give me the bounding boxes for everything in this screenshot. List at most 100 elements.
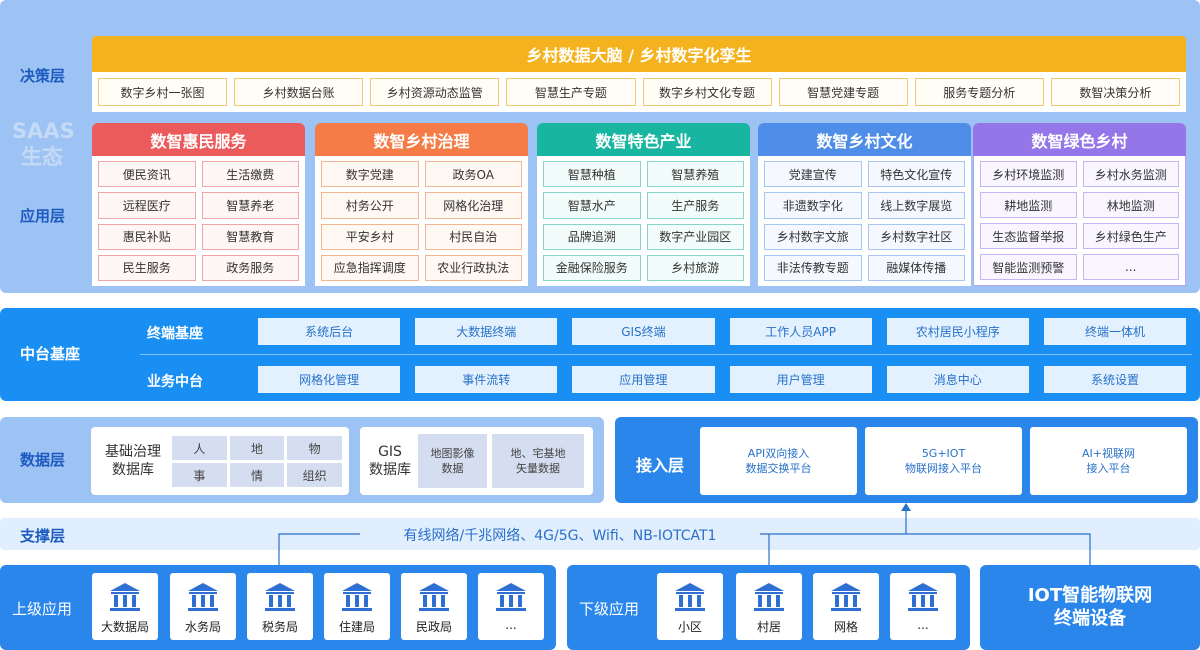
lower-org-tile[interactable]: 网格 [813, 573, 879, 640]
app-item[interactable]: 耕地监测 [980, 192, 1077, 218]
app-item[interactable]: 村民自治 [424, 223, 522, 250]
app-item[interactable]: 远程医疗 [98, 192, 196, 219]
app-item[interactable]: 生态监督举报 [980, 223, 1077, 249]
app-item[interactable]: 智慧养老 [201, 192, 299, 219]
upper-org-tile[interactable]: 税务局 [247, 573, 313, 640]
org-name: ... [917, 618, 929, 632]
business-item[interactable]: 系统设置 [1043, 366, 1187, 393]
lower-org-tile[interactable]: ... [890, 573, 956, 640]
db-cell[interactable]: 人 [172, 436, 227, 460]
app-item[interactable]: 林地监测 [1082, 192, 1179, 218]
lower-org-tile[interactable]: 村居 [736, 573, 802, 640]
decision-item[interactable]: 乡村数据台账 [234, 78, 364, 106]
decision-item[interactable]: 服务专题分析 [914, 78, 1044, 106]
gis-db-cell-vector[interactable]: 地、宅基地 矢量数据 [492, 434, 584, 488]
app-item[interactable]: 线上数字展览 [867, 192, 965, 219]
terminal-item[interactable]: 农村居民小程序 [886, 318, 1029, 345]
app-item[interactable]: 乡村旅游 [646, 254, 744, 281]
app-item[interactable]: ... [1082, 254, 1179, 280]
gis-db-cell-imagery[interactable]: 地图影像 数据 [418, 434, 487, 488]
terminal-item[interactable]: 终端一体机 [1043, 318, 1187, 345]
app-item[interactable]: 生产服务 [646, 192, 744, 219]
app-item[interactable]: 金融保险服务 [543, 254, 641, 281]
decision-item[interactable]: 数字乡村一张图 [98, 78, 228, 106]
access-api-box[interactable]: API双向接入 数据交换平台 [700, 427, 857, 495]
application-layer-label: 应用层 [20, 207, 66, 225]
business-middle-label: 业务中台 [147, 374, 203, 390]
upper-org-tile[interactable]: ... [478, 573, 544, 640]
app-item[interactable]: 智慧种植 [543, 161, 641, 188]
app-column-title: 数智乡村文化 [758, 123, 971, 156]
app-item[interactable]: 乡村环境监测 [980, 161, 1077, 187]
app-item[interactable]: 智慧教育 [201, 223, 299, 250]
business-item[interactable]: 事件流转 [415, 366, 558, 393]
app-item[interactable]: 乡村绿色生产 [1082, 223, 1179, 249]
app-item[interactable]: 乡村数字社区 [867, 223, 965, 250]
access-layer-label: 接入层 [636, 456, 685, 475]
decision-item[interactable]: 智慧生产专题 [506, 78, 636, 106]
upper-org-tile[interactable]: 住建局 [324, 573, 390, 640]
app-item[interactable]: 乡村水务监测 [1082, 161, 1179, 187]
app-item[interactable]: 政务OA [424, 161, 522, 188]
government-building-icon [419, 583, 449, 611]
app-item[interactable]: 党建宣传 [764, 161, 862, 188]
government-building-icon [188, 583, 218, 611]
app-item[interactable]: 智慧水产 [543, 192, 641, 219]
app-item[interactable]: 数字党建 [321, 161, 419, 188]
org-name: 民政局 [415, 620, 452, 634]
app-item[interactable]: 融媒体传播 [867, 254, 965, 281]
divider [140, 354, 1192, 355]
db-cell[interactable]: 物 [287, 436, 342, 460]
access-ai-box[interactable]: AI+视联网 接入平台 [1030, 427, 1187, 495]
app-item[interactable]: 特色文化宣传 [867, 161, 965, 188]
app-item[interactable]: 数字产业园区 [646, 223, 744, 250]
app-item[interactable]: 便民资讯 [98, 161, 196, 188]
support-layer-label: 支撑层 [20, 527, 66, 545]
upper-org-tile[interactable]: 大数据局 [92, 573, 158, 640]
app-item[interactable]: 非法传教专题 [764, 254, 862, 281]
app-item[interactable]: 惠民补贴 [98, 223, 196, 250]
db-cell[interactable]: 事 [172, 463, 227, 487]
app-item[interactable]: 平安乡村 [321, 223, 419, 250]
db-cell[interactable]: 地 [229, 436, 285, 460]
db-cell[interactable]: 组织 [287, 463, 342, 487]
decision-item[interactable]: 数字乡村文化专题 [642, 78, 772, 106]
app-column-title: 数智绿色乡村 [973, 123, 1186, 156]
app-item[interactable]: 农业行政执法 [424, 254, 522, 281]
db-cell[interactable]: 情 [229, 463, 285, 487]
business-middle-row: 网格化管理 事件流转 应用管理 用户管理 消息中心 系统设置 [258, 366, 1187, 393]
lower-org-tile[interactable]: 小区 [657, 573, 723, 640]
terminal-item[interactable]: 大数据终端 [415, 318, 558, 345]
app-item[interactable]: 乡村数字文旅 [764, 223, 862, 250]
government-building-icon [342, 583, 372, 611]
app-item[interactable]: 生活缴费 [201, 161, 299, 188]
decision-item[interactable]: 乡村资源动态监管 [370, 78, 500, 106]
app-column-green: 数智绿色乡村 乡村环境监测 乡村水务监测 耕地监测 林地监测 生态监督举报 乡村… [973, 123, 1186, 286]
app-item[interactable]: 政务服务 [201, 254, 299, 281]
app-column-governance: 数智乡村治理 数字党建 政务OA 村务公开 网格化治理 平安乡村 村民自治 应急… [315, 123, 528, 286]
terminal-item[interactable]: GIS终端 [572, 318, 715, 345]
business-item[interactable]: 应用管理 [572, 366, 715, 393]
upper-org-tile[interactable]: 民政局 [401, 573, 467, 640]
app-item[interactable]: 应急指挥调度 [321, 254, 419, 281]
government-building-icon [496, 583, 526, 611]
app-item[interactable]: 非遗数字化 [764, 192, 862, 219]
business-item[interactable]: 用户管理 [729, 366, 872, 393]
app-item[interactable]: 智慧养殖 [646, 161, 744, 188]
business-item[interactable]: 网格化管理 [258, 366, 401, 393]
decision-item[interactable]: 数智决策分析 [1050, 78, 1180, 106]
access-iot-box[interactable]: 5G+IOT 物联网接入平台 [865, 427, 1022, 495]
decision-items: 数字乡村一张图 乡村数据台账 乡村资源动态监管 智慧生产专题 数字乡村文化专题 … [92, 72, 1186, 112]
business-item[interactable]: 消息中心 [886, 366, 1029, 393]
app-item[interactable]: 智能监测预警 [980, 254, 1077, 280]
terminal-item[interactable]: 系统后台 [258, 318, 401, 345]
basic-governance-db-name: 基础治理 数据库 [105, 444, 161, 478]
app-item[interactable]: 民生服务 [98, 254, 196, 281]
app-item[interactable]: 品牌追溯 [543, 223, 641, 250]
decision-item[interactable]: 智慧党建专题 [778, 78, 908, 106]
app-item[interactable]: 网格化治理 [424, 192, 522, 219]
terminal-item[interactable]: 工作人员APP [729, 318, 872, 345]
org-name: 网格 [833, 620, 858, 634]
app-item[interactable]: 村务公开 [321, 192, 419, 219]
upper-org-tile[interactable]: 水务局 [170, 573, 236, 640]
